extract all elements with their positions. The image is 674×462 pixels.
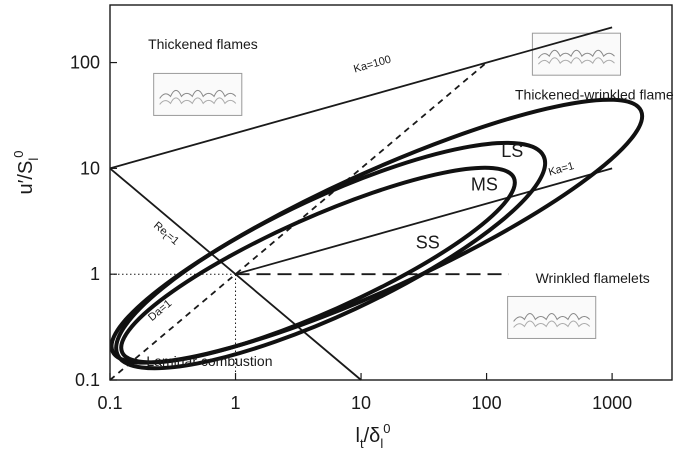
wrinkled-flamelets-inset [507,295,597,339]
inset-flame-front [513,312,591,322]
region-label-ms: MS [471,174,498,194]
x-tick-label: 1000 [592,393,632,413]
y-tick-label: 1 [90,264,100,284]
inset-flame-front [513,320,591,328]
line-ka-100 [109,26,613,170]
region-ss [119,165,517,365]
annotation-thickened-flames: Thickened flames [148,36,258,52]
inset-flame-front [538,57,615,65]
annotation-laminar-combustion: Laminar combustion [146,353,272,369]
x-tick-label: 1 [231,393,241,413]
y-tick-label: 0.1 [75,370,100,390]
thickened-wrinkled-inset [531,32,622,76]
line-label-ka-1: Ka=1 [547,160,575,179]
y-tick-label: 10 [80,158,100,178]
x-tick-label: 10 [351,393,371,413]
line-label-ka-100: Ka=100 [352,54,392,76]
regime-ellipses [109,97,645,371]
inset-flame-front [159,97,237,105]
annotation-wrinkled-flamelets: Wrinkled flamelets [536,270,650,286]
y-axis-label: u′/Sl0 [11,151,41,195]
plot-frame [109,4,673,381]
region-label-ss: SS [416,232,440,252]
annotation-thickened-wrinkled-flames: Thickened-wrinkled flames [515,86,674,102]
x-axis-label: lt/δl0 [356,421,391,451]
axis-ticks [109,61,613,381]
thickened-flames-inset [153,72,243,116]
region-ms [114,140,548,371]
inset-flame-front [537,49,615,59]
inset-flame-front [159,89,237,99]
line-ka-1 [235,167,613,276]
region-label-ls: LS [501,141,523,161]
y-tick-label: 100 [70,53,100,73]
regime-lines [109,26,613,381]
x-tick-label: 100 [472,393,502,413]
inset-layer [153,32,622,339]
x-tick-label: 0.1 [97,393,122,413]
